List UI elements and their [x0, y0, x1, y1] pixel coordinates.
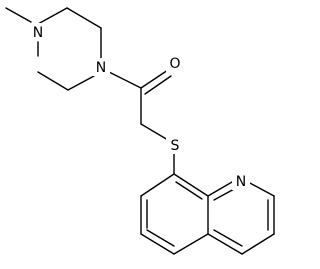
piperazine-bond	[67, 75, 95, 91]
carbonyl-double-bond	[140, 69, 172, 95]
ring-bond	[241, 233, 275, 255]
piperazine-bond	[37, 71, 69, 91]
atom-label-n: N	[96, 60, 106, 76]
atom-label-s: S	[171, 138, 180, 154]
n-methyl-bond	[5, 7, 32, 23]
piperazine-ring	[37, 7, 102, 91]
structure-diagram: N N O S N	[5, 7, 275, 255]
atom-label-n: N	[236, 174, 246, 190]
atom-n-piperazine-amide: N	[92, 58, 110, 76]
aromatic-inner-bond	[175, 181, 203, 200]
ch2-sulfur-bond	[140, 123, 169, 141]
piperazine-bond	[37, 7, 68, 25]
atom-s-thioether: S	[166, 136, 184, 154]
quinoline-pyridine-ring	[207, 181, 275, 255]
ring-bond	[140, 173, 175, 197]
ring-bond	[173, 233, 209, 255]
aromatic-inner-bond	[146, 229, 175, 247]
ring-bond	[140, 233, 175, 255]
molecule-drawing: N N O S N	[5, 7, 275, 255]
atom-label-n: N	[33, 25, 43, 41]
quinoline-benzo-ring	[140, 173, 209, 255]
ring-bond	[207, 233, 243, 255]
piperazine-bond	[66, 7, 102, 29]
ring-bond	[173, 173, 209, 197]
atom-label-o: O	[169, 56, 180, 72]
aromatic-inner-bond	[213, 229, 243, 247]
carbonyl-bond-outer	[140, 69, 169, 89]
ring-bond	[247, 181, 275, 197]
atom-o-carbonyl: O	[166, 54, 184, 72]
n-carbonyl-bond	[108, 71, 142, 89]
ring-bond	[207, 181, 233, 197]
atom-n-piperazine-top: N	[29, 23, 47, 41]
carbonyl-bond-inner	[144, 75, 172, 95]
atom-n-quinoline: N	[232, 172, 250, 190]
